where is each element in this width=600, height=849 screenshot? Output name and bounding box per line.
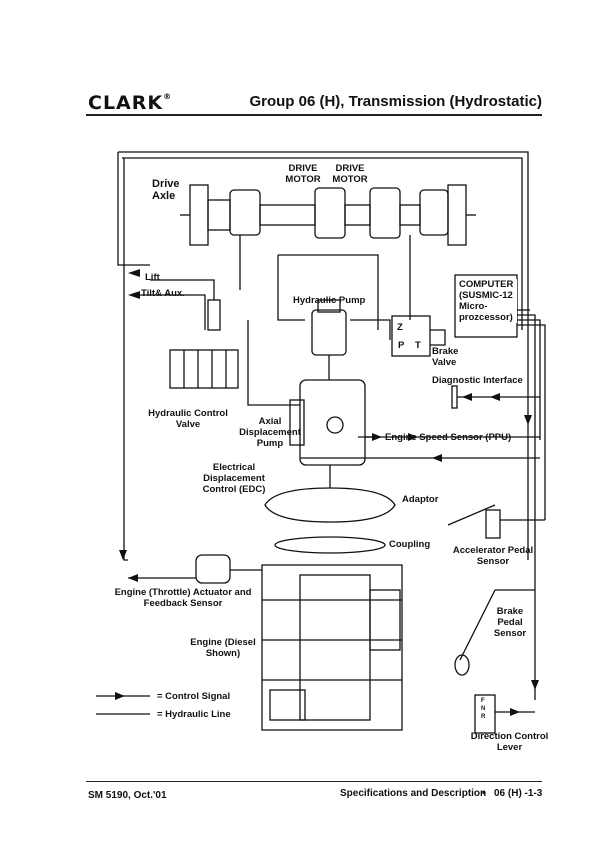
footer-page-number: 06 (H) -1-3 xyxy=(494,788,543,799)
label-tilt-aux: Tilt& Aux. xyxy=(141,288,185,299)
computer-box xyxy=(454,274,518,338)
label-accelerator-pedal-sensor: Accelerator Pedal Sensor xyxy=(452,545,534,567)
footer-bullet: • xyxy=(482,788,486,799)
adaptor-drawing xyxy=(264,487,396,523)
hydraulic-line-left-2 xyxy=(123,158,128,561)
legend-hydraulic-line: = Hydraulic Line xyxy=(157,709,231,720)
drive-axle xyxy=(180,184,476,290)
label-engine-actuator: Engine (Throttle) Actuator and Feedback … xyxy=(114,587,252,609)
footer-rule xyxy=(86,781,542,782)
label-drive-motor-2: DRIVE MOTOR xyxy=(332,163,368,185)
lever-pos-f: F xyxy=(481,698,485,704)
hydraulic-pump-drawing xyxy=(311,299,347,380)
coupling-drawing xyxy=(274,536,386,554)
label-computer: COMPUTER (SUSMIC-12 Micro- prozcessor) xyxy=(459,279,517,323)
label-direction-control-lever: Direction Control Lever xyxy=(470,731,549,753)
brake-pedal-drawing xyxy=(454,589,535,676)
axial-pump-drawing xyxy=(289,379,378,466)
label-port-z: Z xyxy=(397,322,403,333)
label-drive-axle: Drive Axle xyxy=(152,178,180,202)
label-axial-displacement-pump: Axial Displacement Pump xyxy=(239,416,301,449)
label-hydraulic-control-valve: Hydraulic Control Valve xyxy=(148,408,228,430)
brand-logo: CLARK® xyxy=(88,92,173,114)
hydraulic-control-valve-drawing xyxy=(140,279,239,389)
label-hydraulic-pump: Hydraulic Pump xyxy=(293,295,366,306)
label-drive-motor-1: DRIVE MOTOR xyxy=(285,163,321,185)
header-rule xyxy=(86,114,542,116)
hydraulic-line-outer-2 xyxy=(122,157,523,330)
footer-section: Specifications and Description xyxy=(340,788,487,799)
label-port-t: T xyxy=(415,340,421,351)
accelerator-pedal-drawing xyxy=(447,504,545,539)
label-engine: Engine (Diesel Shown) xyxy=(190,637,256,659)
legend-control-signal: = Control Signal xyxy=(157,691,231,702)
lever-pos-r: R xyxy=(481,714,486,720)
brake-valve-block xyxy=(391,315,431,357)
label-brake-valve: Brake Valve xyxy=(432,346,459,368)
footer-doc-ref: SM 5190, Oct.'01 xyxy=(88,790,167,801)
lever-pos-n: N xyxy=(481,706,486,712)
label-edc: Electrical Displacement Control (EDC) xyxy=(202,462,266,495)
label-lift: Lift xyxy=(145,272,160,283)
label-coupling: Coupling xyxy=(389,539,431,550)
hydraulic-line-left xyxy=(117,152,150,266)
engine-drawing xyxy=(261,564,403,731)
label-brake-pedal-sensor: Brake Pedal Sensor xyxy=(493,606,527,639)
label-adaptor: Adaptor xyxy=(402,494,439,505)
label-diagnostic-interface: Diagnostic Interface xyxy=(432,375,523,386)
throttle-actuator-drawing xyxy=(128,554,262,584)
label-port-p: P xyxy=(398,340,405,351)
page-title: Group 06 (H), Transmission (Hydrostatic) xyxy=(249,93,542,110)
label-engine-speed-sensor: Engine Speed Sensor (PPU) xyxy=(385,432,512,443)
